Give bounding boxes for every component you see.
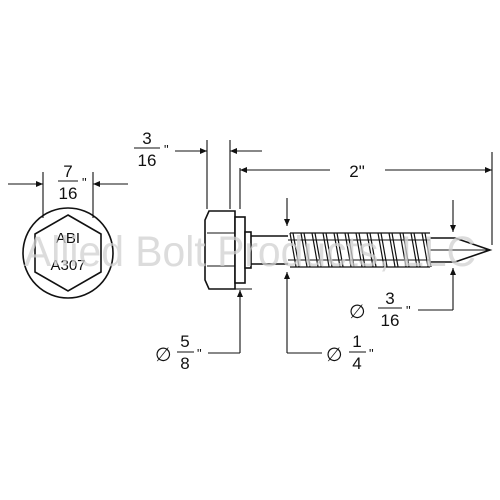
washer-outline [22,207,114,299]
washer-thk-inch: " [164,142,169,157]
dim-thread-diameter: ∅ 1 4 " [284,198,374,373]
hex-af-inch: " [82,175,87,190]
washer-dia-inch: " [197,346,202,361]
dim-washer-diameter: ∅ 5 8 " [155,288,252,373]
washer-thk-denominator: 16 [138,151,157,170]
tip-dia-inch: " [406,303,411,318]
dim-hex-across-flats: 7 16 " [8,162,128,218]
thread-dia-symbol: ∅ [326,345,343,366]
dim-tip-diameter: ∅ 3 16 " [349,200,456,330]
washer-dia-symbol: ∅ [155,345,172,366]
head-marking-line1: ABI [56,230,80,247]
tip-dia-symbol: ∅ [349,302,366,323]
washer-dia-numerator: 5 [180,332,189,351]
tip-dia-denominator: 16 [381,311,400,330]
tip-dia-numerator: 3 [385,289,394,308]
screw-side-view [204,210,493,290]
thread-path [289,232,432,268]
watermark: Allied Bolt Products, LLC [24,228,476,276]
head-marking-line2: A307 [50,257,85,274]
washer-dia-denominator: 8 [180,354,189,373]
hex-af-numerator: 7 [63,162,72,181]
length-label: 2" [349,162,365,181]
dim-length: 2" [239,152,493,245]
hex-af-denominator: 16 [59,184,78,203]
dim-washer-thickness: 3 16 " [134,129,262,209]
thread-dia-denominator: 4 [352,354,361,373]
thread-dia-inch: " [369,346,374,361]
thread-dia-numerator: 1 [352,332,361,351]
head-end-view: ABI A307 [22,207,114,299]
washer-thk-numerator: 3 [142,129,151,148]
hex-outline [34,214,102,292]
